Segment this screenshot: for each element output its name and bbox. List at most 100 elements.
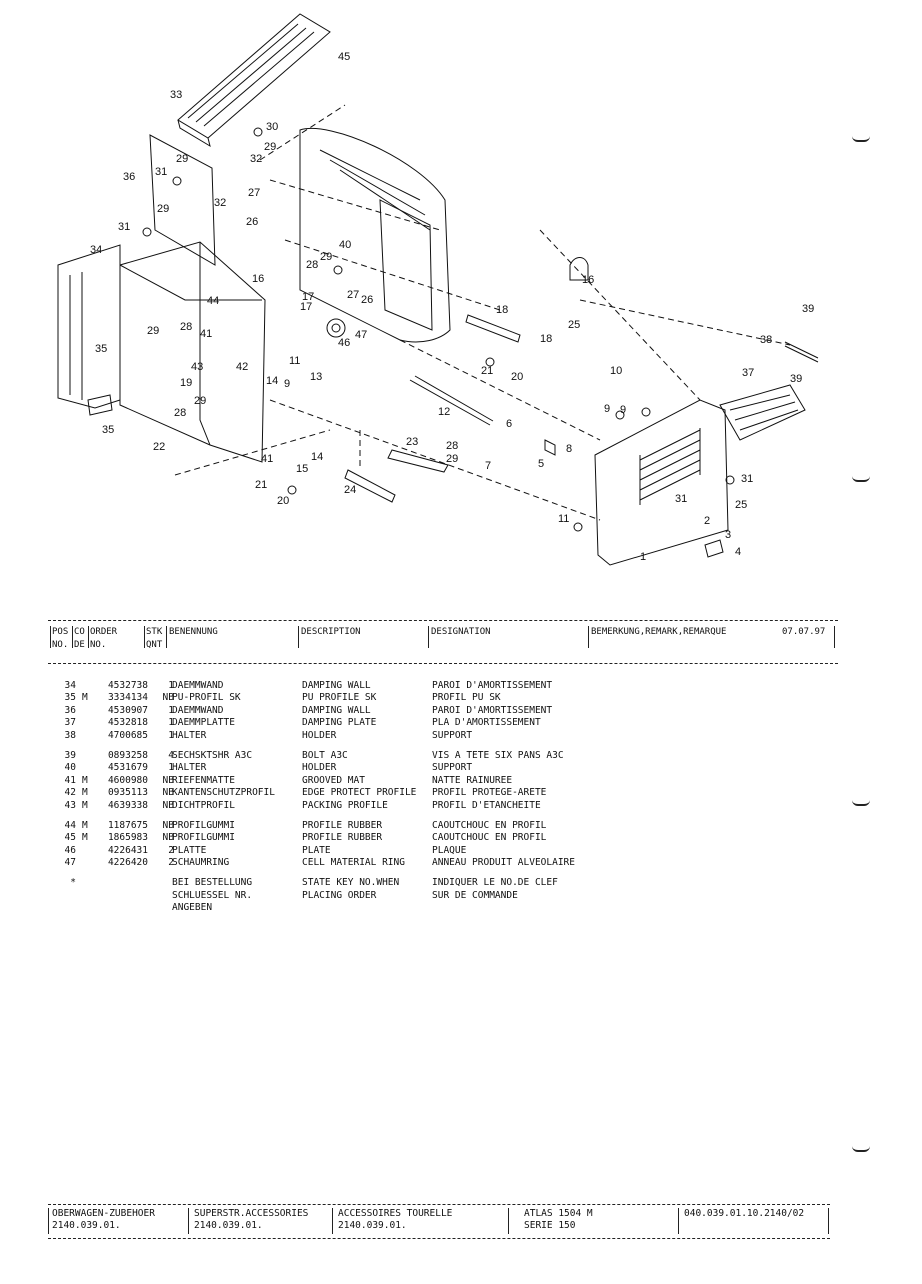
english-description: DAMPING WALL: [302, 704, 371, 716]
callout-29: 29: [320, 251, 332, 263]
order-number: 1187675: [107, 819, 148, 831]
callout-35: 35: [102, 424, 114, 436]
gas-spring-12: [409, 375, 494, 426]
english-description: GROOVED MAT: [302, 774, 365, 786]
callout-23: 23: [406, 436, 418, 448]
callout-7: 7: [485, 460, 491, 472]
code-mark: M: [82, 774, 88, 786]
callout-39: 39: [790, 373, 802, 385]
holder-38: [784, 341, 819, 363]
position-number: 34: [64, 680, 76, 691]
callout-5: 5: [538, 458, 544, 470]
order-number: 4530907: [107, 704, 148, 716]
callout-21: 21: [481, 365, 493, 377]
callout-31: 31: [155, 166, 167, 178]
callout-2: 2: [704, 515, 710, 527]
callout-18: 18: [496, 304, 508, 316]
callout-28: 28: [180, 321, 192, 333]
footer-german: OBERWAGEN-ZUBEHOER 2140.039.01.: [52, 1208, 155, 1231]
header-french: DESIGNATION: [431, 627, 491, 637]
quantity: 2: [168, 844, 174, 856]
callout-32: 32: [250, 153, 262, 165]
callout-29: 29: [446, 453, 458, 465]
callout-32: 32: [214, 197, 226, 209]
french-designation: PROFIL D'ETANCHEITE: [432, 799, 541, 811]
position-number: 44: [64, 819, 76, 831]
english-description: PROFILE RUBBER: [302, 832, 383, 844]
note-french: INDIQUER LE NO.DE CLEF: [432, 877, 558, 889]
plate-23: [387, 449, 449, 473]
note-english: PLACING ORDER: [302, 889, 377, 901]
french-designation: PAROI D'AMORTISSEMENT: [432, 680, 553, 691]
english-description: DAMPING WALL: [302, 680, 371, 691]
callout-13: 13: [310, 371, 322, 383]
callout-28: 28: [174, 407, 186, 419]
header-pos: POS NO.: [52, 627, 69, 650]
german-name: DICHTPROFIL: [172, 799, 235, 811]
callout-21: 21: [255, 479, 267, 491]
header-order: ORDER NO.: [90, 627, 118, 650]
french-designation: PLAQUE: [432, 844, 467, 856]
margin-tick: [852, 476, 870, 482]
front-grille-door: [594, 399, 729, 566]
callout-8: 8: [566, 443, 572, 455]
callout-14: 14: [266, 375, 278, 387]
parts-list-header: POS NO. CO DE ORDER NO. STK QNT BENENNUN…: [48, 618, 838, 664]
callout-42: 42: [236, 361, 248, 373]
profile-24: [344, 469, 396, 503]
position-number: 38: [64, 729, 76, 741]
profile-25: [465, 314, 521, 343]
french-designation: ANNEAU PRODUIT ALVEOLAIRE: [432, 857, 575, 869]
callout-1: 1: [640, 551, 646, 563]
note-german: ANGEBEN: [172, 902, 213, 914]
code-mark: M: [82, 692, 88, 704]
order-number: 4600980: [107, 774, 148, 786]
callout-20: 20: [277, 495, 289, 507]
callout-27: 27: [347, 289, 359, 301]
german-name: PLATTE: [172, 844, 207, 856]
quantity: NB: [162, 774, 174, 786]
footer-model: ATLAS 1504 M SERIE 150: [524, 1208, 593, 1231]
quantity: 1: [168, 762, 174, 774]
order-number: 4226431: [107, 844, 148, 856]
callout-17: 17: [300, 301, 312, 313]
callout-26: 26: [361, 294, 373, 306]
pu-profile-34: [57, 244, 121, 409]
header-bottom-rule: [48, 663, 838, 664]
position-number: 40: [64, 762, 76, 774]
header-date: 07.07.97: [782, 627, 826, 637]
quantity: NB: [162, 692, 174, 704]
quantity: 1: [168, 680, 174, 691]
grille-panel-top: [177, 13, 331, 139]
quantity: 1: [168, 717, 174, 729]
callout-15: 15: [296, 463, 308, 475]
order-number: 4531679: [107, 762, 148, 774]
callout-4: 4: [735, 546, 741, 558]
german-name: KANTENSCHUTZPROFIL: [172, 787, 275, 799]
french-designation: PLA D'AMORTISSEMENT: [432, 717, 541, 729]
note-star: *: [70, 877, 76, 889]
french-designation: SUPPORT: [432, 729, 473, 741]
quantity: NB: [162, 787, 174, 799]
position-number: 42: [64, 787, 76, 799]
group-spacer: [52, 742, 612, 750]
callout-29: 29: [157, 203, 169, 215]
position-number: 46: [64, 844, 76, 856]
german-name: PROFILGUMMI: [172, 819, 235, 831]
note-german: BEI BESTELLUNG: [172, 877, 253, 889]
german-name: SECHSKTSHR A3C: [172, 749, 253, 761]
header-top-rule: [48, 620, 838, 621]
callout-9: 9: [604, 403, 610, 415]
position-number: 36: [64, 704, 76, 716]
